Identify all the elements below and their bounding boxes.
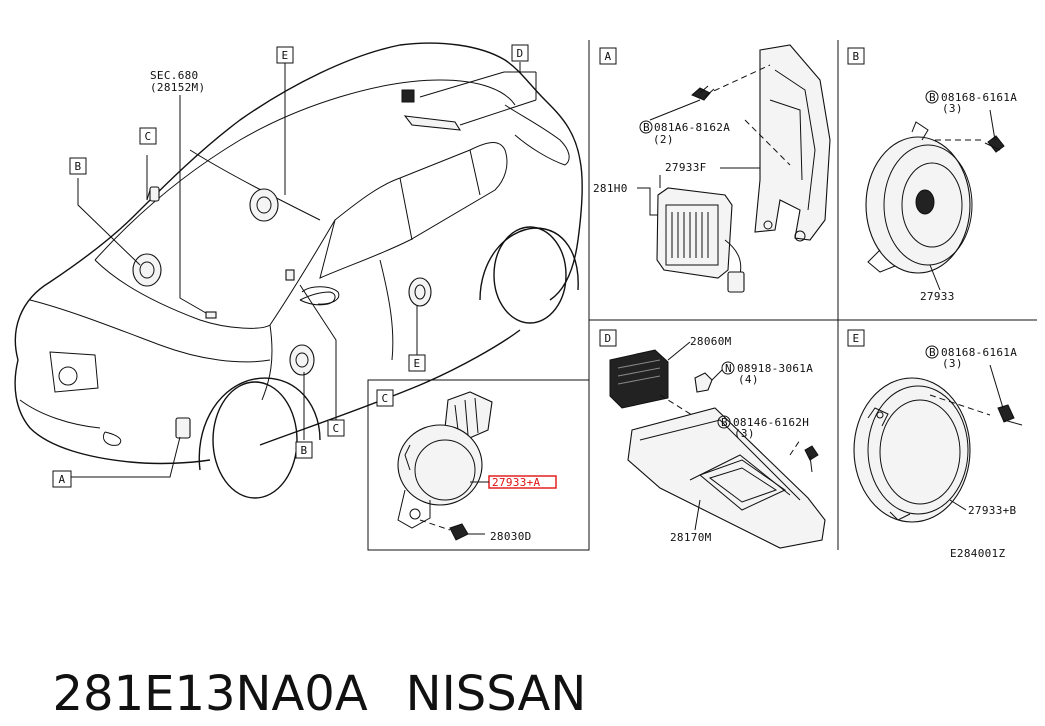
- car-illustration: [14, 42, 583, 499]
- panel-d-nut-label: 08918-3061A: [737, 362, 813, 375]
- panel-d-nut-qty: (4): [738, 373, 759, 386]
- callout-d: D: [517, 47, 524, 60]
- callout-e-bottom: E: [414, 357, 421, 370]
- panel-e-bolt-prefix: B: [929, 346, 936, 359]
- panel-d-letter: D: [605, 332, 612, 345]
- panel-d-bolt-prefix: B: [721, 416, 728, 429]
- car-callouts: E D C B A E B C: [52, 44, 529, 488]
- panel-c-speaker-label: 27933+A: [492, 476, 541, 489]
- panel-d-bolt-label: 08146-6162H: [733, 416, 809, 429]
- panel-c-letter: C: [382, 392, 389, 405]
- panel-b-bolt-qty: (3): [942, 102, 963, 115]
- panel-a-bolt-label: 081A6-8162A: [654, 121, 730, 134]
- section-reference-code: (28152M): [150, 81, 205, 94]
- panel-d-box-label: 28170M: [670, 531, 712, 544]
- callout-b-left: B: [75, 160, 82, 173]
- footer-caption: 281E13NA0A NISSAN: [22, 598, 587, 722]
- part-number: 281E13NA0A: [52, 666, 368, 722]
- parts-diagram: E D C B A E B C SEC.680 (28152M) A: [14, 40, 1037, 560]
- panel-borders: [367, 40, 1037, 551]
- panel-c-screw-label: 28030D: [490, 530, 532, 543]
- panel-e-bolt-label: 08168-6161A: [941, 346, 1017, 359]
- panel-c: C 27933+A 28030D: [376, 389, 557, 543]
- panel-e-letter: E: [853, 332, 860, 345]
- panel-d-nut-prefix: N: [725, 362, 732, 375]
- panel-e-speaker-label: 27933+B: [968, 504, 1017, 517]
- callout-c-left: C: [145, 130, 152, 143]
- drawing-id: E284001Z: [950, 547, 1005, 560]
- panel-b-bolt-prefix: B: [929, 91, 936, 104]
- callout-e-top: E: [282, 49, 289, 62]
- panel-d-amp-label: 28060M: [690, 335, 732, 348]
- callout-b-bottom: B: [301, 444, 308, 457]
- panel-b-speaker-label: 27933: [920, 290, 955, 303]
- panel-a-bolt-qty: (2): [653, 133, 674, 146]
- section-reference: SEC.680: [150, 69, 198, 82]
- panel-a-bolt-prefix: B: [643, 121, 650, 134]
- callout-a: A: [59, 473, 66, 486]
- callout-c-bottom: C: [333, 422, 340, 435]
- panel-d-bolt-qty: (3): [734, 427, 755, 440]
- panel-a-amp-label: 281H0: [593, 182, 628, 195]
- brand-name: NISSAN: [405, 666, 587, 722]
- panel-e: E B 08168-6161A (3) 27933+B: [847, 329, 1023, 523]
- panel-b-letter: B: [853, 50, 860, 63]
- panel-b-bolt-label: 08168-6161A: [941, 91, 1017, 104]
- panel-a: A B 081A6-8162A (2) 27933F 281H0: [593, 44, 831, 293]
- panel-a-bracket-label: 27933F: [665, 161, 707, 174]
- panel-d: D 28060M N 08918-3061A (4) B 08146-6162H…: [599, 329, 826, 549]
- panel-b: B B 08168-6161A (3) 27933: [847, 47, 1017, 303]
- panel-a-letter: A: [605, 50, 612, 63]
- panel-e-bolt-qty: (3): [942, 357, 963, 370]
